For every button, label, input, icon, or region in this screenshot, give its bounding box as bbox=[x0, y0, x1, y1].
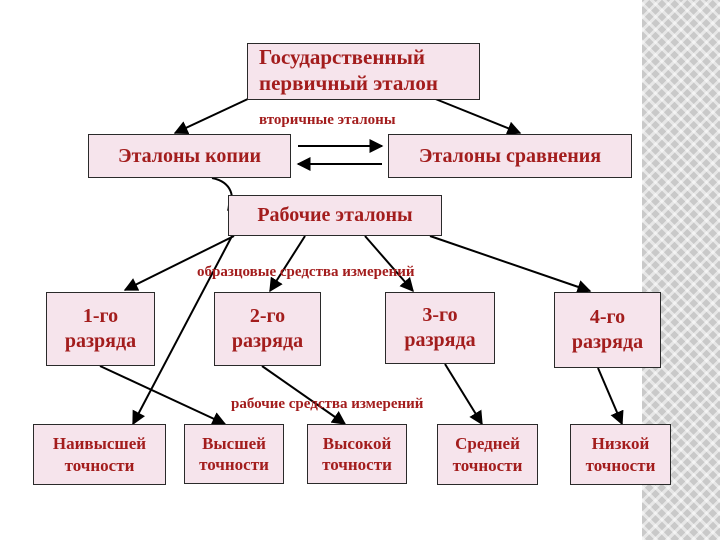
box-state-primary-standard-line1: Государственный bbox=[259, 45, 426, 69]
box-accuracy-high: Высокой точности bbox=[307, 424, 407, 484]
box-grade-2: 2-го разряда bbox=[214, 292, 321, 366]
arrow-top-to-copies bbox=[173, 97, 251, 135]
box-accuracy-highest-line2: точности bbox=[64, 455, 135, 475]
label-exemplary-means: образцовые средства измерений bbox=[197, 264, 415, 280]
box-grade-3-line2: разряда bbox=[404, 329, 476, 351]
box-grade-2-line1: 2-го bbox=[249, 305, 286, 327]
box-accuracy-medium-line2: точности bbox=[452, 455, 523, 475]
box-grade-1: 1-го разряда bbox=[46, 292, 155, 366]
box-working-standards: Рабочие эталоны bbox=[228, 195, 442, 236]
box-accuracy-high-line2: точности bbox=[322, 455, 392, 474]
box-accuracy-medium: Средней точности bbox=[437, 424, 538, 485]
arrow-working-to-grade2 bbox=[269, 235, 306, 293]
box-grade-4-line2: разряда bbox=[571, 331, 644, 353]
box-grade-4: 4-го разряда bbox=[554, 292, 661, 368]
arrow-grade1-to-higher bbox=[99, 365, 227, 426]
box-state-primary-standard: Государственный первичный эталон bbox=[247, 43, 480, 100]
box-accuracy-high-line1: Высокой bbox=[322, 433, 392, 453]
box-accuracy-higher-line2: точности bbox=[199, 455, 269, 474]
arrow-working-to-grade4 bbox=[429, 235, 592, 294]
box-grade-4-line1: 4-го bbox=[589, 306, 626, 328]
box-accuracy-highest-line1: Наивысшей bbox=[52, 434, 147, 454]
arrow-working-to-highest bbox=[132, 235, 233, 426]
arrow-working-to-grade1 bbox=[123, 235, 235, 291]
arrow-top-to-comparison bbox=[432, 97, 522, 135]
box-grade-1-line1: 1-го bbox=[82, 305, 119, 327]
box-accuracy-medium-line1: Средней bbox=[455, 434, 520, 454]
label-secondary-standards: вторичные эталоны bbox=[259, 112, 396, 128]
box-state-primary-standard-line2: первичный эталон bbox=[259, 71, 438, 96]
arrow-working-to-grade3 bbox=[364, 235, 414, 293]
label-working-means: рабочие средства измерений bbox=[231, 396, 424, 412]
box-accuracy-low-line1: Низкой bbox=[591, 434, 650, 454]
box-grade-3-line1: 3-го bbox=[422, 304, 458, 326]
arrow-grade3-to-medium bbox=[444, 363, 483, 426]
box-accuracy-higher-line1: Высшей bbox=[202, 433, 266, 453]
box-grade-3: 3-го разряда bbox=[385, 292, 495, 364]
box-grade-2-line2: разряда bbox=[231, 330, 304, 352]
arrow-grade4-to-low bbox=[597, 367, 624, 426]
box-accuracy-higher: Высшей точности bbox=[184, 424, 284, 484]
box-comparison-standards: Эталоны сравнения bbox=[388, 134, 632, 178]
box-accuracy-low: Низкой точности bbox=[570, 424, 671, 485]
box-copy-standards: Эталоны копии bbox=[88, 134, 291, 178]
arrow-grade2-to-high bbox=[261, 365, 347, 425]
box-accuracy-low-line2: точности bbox=[585, 455, 656, 475]
box-accuracy-highest: Наивысшей точности bbox=[33, 424, 166, 485]
box-grade-1-line2: разряда bbox=[64, 330, 137, 352]
